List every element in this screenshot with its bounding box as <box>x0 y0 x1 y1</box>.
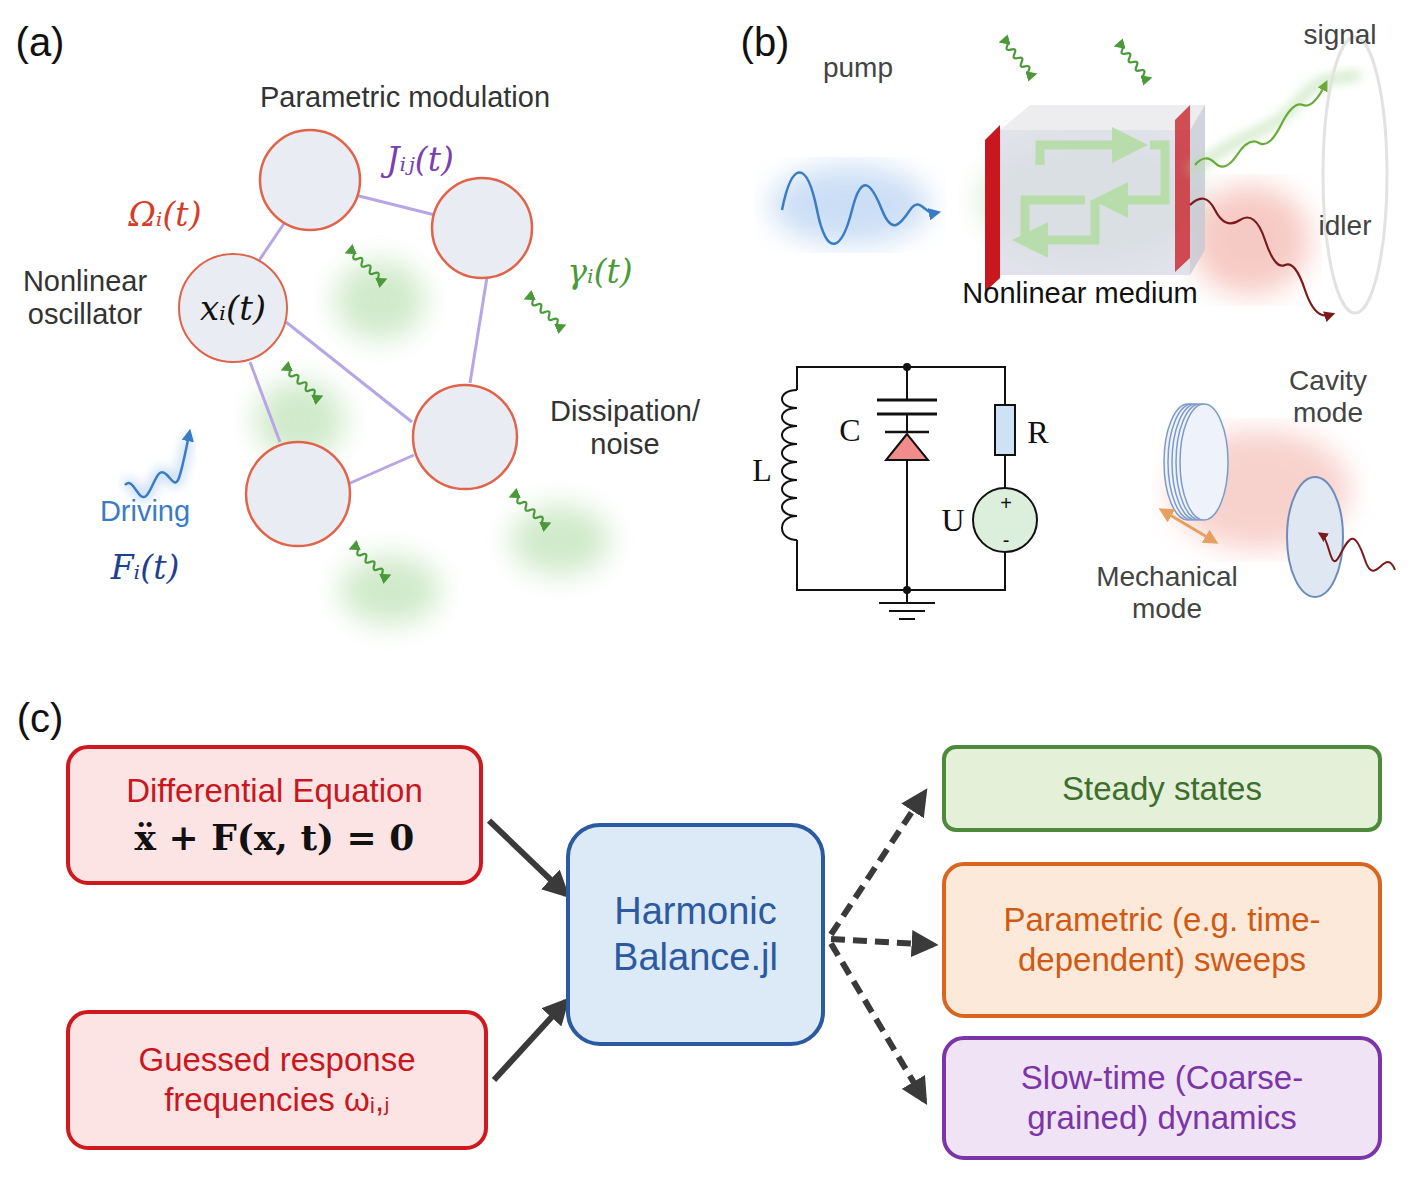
component-label: U <box>941 502 964 539</box>
flow-arrow <box>831 943 924 1100</box>
component-label: L <box>752 452 772 489</box>
annotation: Parametric modulation <box>260 81 550 114</box>
node-text: Slow-time (Coarse-grained) dynamics <box>972 1058 1352 1137</box>
annotation: Mechanical mode <box>1077 561 1257 625</box>
component-label: C <box>839 412 860 449</box>
panel-letter: (c) <box>17 695 64 741</box>
annotation: signal <box>1303 19 1376 51</box>
output-box: Slow-time (Coarse-grained) dynamics <box>942 1036 1382 1160</box>
node-text: Steady states <box>1062 769 1262 809</box>
output-box: Steady states <box>942 745 1382 832</box>
annotation: Driving <box>100 495 190 528</box>
panel-letter: (a) <box>16 19 65 65</box>
annotation: pump <box>823 52 893 84</box>
flow-arrow <box>831 939 933 945</box>
flow-arrow <box>831 793 924 935</box>
annotation: Cavity mode <box>1258 365 1398 429</box>
flow-arrow <box>489 821 566 895</box>
node-text: xᵢ(t) <box>200 288 266 329</box>
node-text: Guessed response frequencies ωᵢ,ⱼ <box>112 1040 442 1119</box>
oscillator-circle: xᵢ(t) <box>178 253 288 363</box>
symbol-label: Ωᵢ(t) <box>128 196 201 234</box>
annotation: idler <box>1319 210 1372 242</box>
annotation: Nonlinear medium <box>962 277 1197 310</box>
symbol-label: Jᵢⱼ(t) <box>386 141 454 179</box>
output-box: Parametric (e.g. time-dependent) sweeps <box>942 862 1382 1018</box>
equation-text: ẍ + F(x, t) = 0 <box>135 816 415 859</box>
symbol-label: γᵢ(t) <box>567 253 632 291</box>
flow-arrow <box>494 1001 566 1080</box>
pin-label: - <box>1003 529 1010 552</box>
annotation: Dissipation/ noise <box>535 395 715 462</box>
component-label: R <box>1027 414 1048 451</box>
panel-letter: (b) <box>741 19 790 65</box>
node-text: Harmonic Balance.jl <box>591 889 801 980</box>
software-box: Harmonic Balance.jl <box>566 823 825 1046</box>
node-text: Parametric (e.g. time-dependent) sweeps <box>972 900 1352 979</box>
pin-label: + <box>1000 492 1012 515</box>
input-box: Differential Equation ẍ + F(x, t) = 0 <box>66 745 483 885</box>
node-text: Differential Equation <box>126 771 423 811</box>
symbol-label: Fᵢ(t) <box>111 549 180 587</box>
input-box: Guessed response frequencies ωᵢ,ⱼ <box>66 1010 488 1150</box>
annotation: Nonlinear oscillator <box>0 265 170 332</box>
